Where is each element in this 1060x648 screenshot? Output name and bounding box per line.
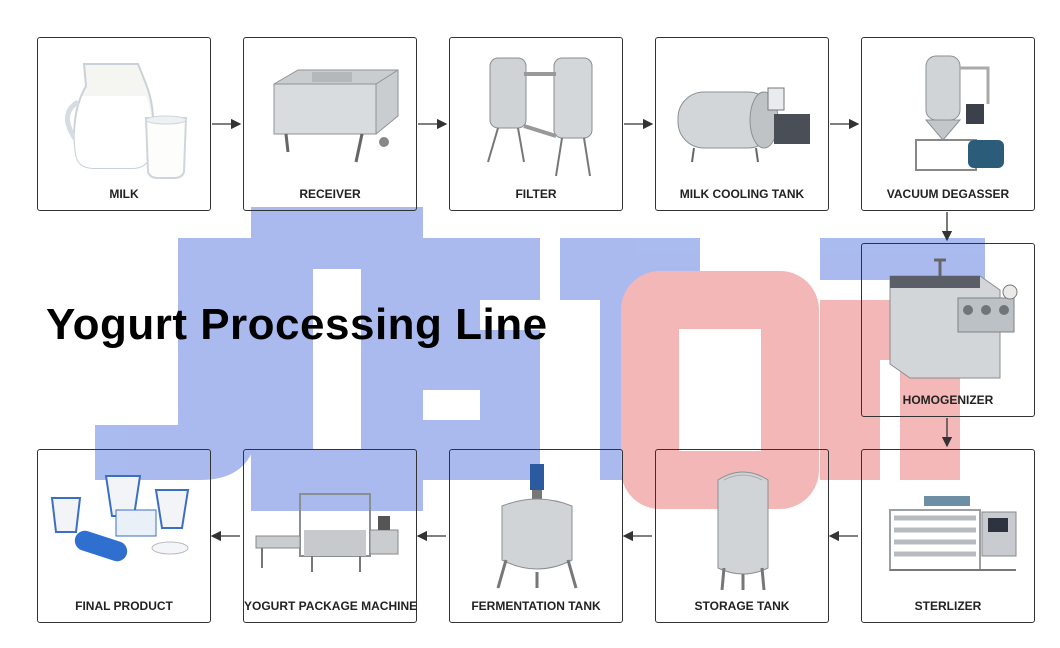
step-milk-cooling-tank: MILK COOLING TANK — [655, 37, 829, 211]
step-final-product: FINAL PRODUCT — [37, 449, 211, 623]
step-label: RECEIVER — [299, 187, 361, 201]
homogenizer-icon — [889, 258, 1018, 379]
yogurt-cups-icon — [50, 475, 190, 562]
step-vacuum-degasser: VACUUM DEGASSER — [861, 37, 1035, 211]
step-filter: FILTER — [449, 37, 623, 211]
step-label: MILK COOLING TANK — [679, 187, 805, 201]
degasser-icon — [915, 55, 1004, 171]
step-yogurt-package-machine: YOGURT PACKAGE MACHINE — [243, 449, 417, 623]
cooling-tank-icon — [677, 87, 810, 163]
step-label: HOMOGENIZER — [902, 393, 994, 407]
receiver-tank-icon — [273, 69, 399, 163]
milk-jug-icon — [65, 63, 188, 179]
package-machine-icon — [255, 493, 399, 572]
twin-filter-icon — [487, 57, 593, 177]
step-receiver: RECEIVER — [243, 37, 417, 211]
storage-tank-icon — [717, 471, 769, 591]
fermentation-tank-icon — [496, 464, 578, 589]
step-label: MILK — [109, 187, 139, 201]
step-label: VACUUM DEGASSER — [886, 187, 1010, 201]
step-label: FINAL PRODUCT — [75, 599, 173, 613]
step-label: FILTER — [515, 187, 557, 201]
step-fermentation-tank: FERMENTATION TANK — [449, 449, 623, 623]
step-storage-tank: STORAGE TANK — [655, 449, 829, 623]
step-sterlizer: STERLIZER — [861, 449, 1035, 623]
step-label: STERLIZER — [914, 599, 982, 613]
diagram-title: Yogurt Processing Line — [46, 300, 548, 349]
step-label: STORAGE TANK — [694, 599, 790, 613]
sterilizer-icon — [889, 496, 1017, 571]
step-label: YOGURT PACKAGE MACHINE — [244, 599, 418, 613]
step-milk: MILK — [37, 37, 211, 211]
step-homogenizer: HOMOGENIZER — [861, 243, 1035, 417]
step-label: FERMENTATION TANK — [471, 599, 601, 613]
